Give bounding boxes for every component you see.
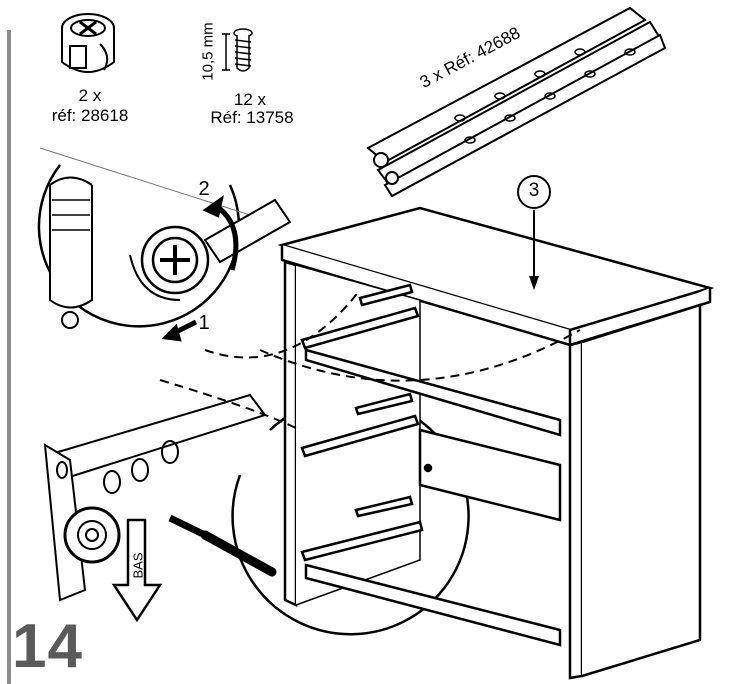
drawer-runner-icon (366, 6, 667, 198)
dresser-carcass (277, 206, 715, 680)
screw-ref: Réf: 13758 (210, 108, 294, 127)
step-number: 14 (12, 612, 83, 681)
cam-lock-fitting-icon (61, 13, 115, 73)
page-side-bar (7, 30, 11, 684)
runner-detail-circle (43, 393, 470, 636)
cam-lock-detail-circle (37, 147, 292, 342)
insert-step-number: 1 (198, 312, 210, 334)
direction-label: BAS (130, 552, 146, 579)
part-callout-circle (517, 175, 551, 209)
part-callout-number: 3 (528, 180, 540, 201)
cam-lock-ref: réf: 28618 (51, 106, 129, 125)
detail-leader-lines (159, 289, 581, 431)
screw-length: 10,5 mm (199, 22, 217, 81)
cam-lock-qty: 2 x (78, 86, 102, 105)
screw-qty: 12 x (233, 90, 267, 109)
rotate-step-number: 2 (198, 178, 210, 200)
screw-icon (222, 28, 253, 72)
